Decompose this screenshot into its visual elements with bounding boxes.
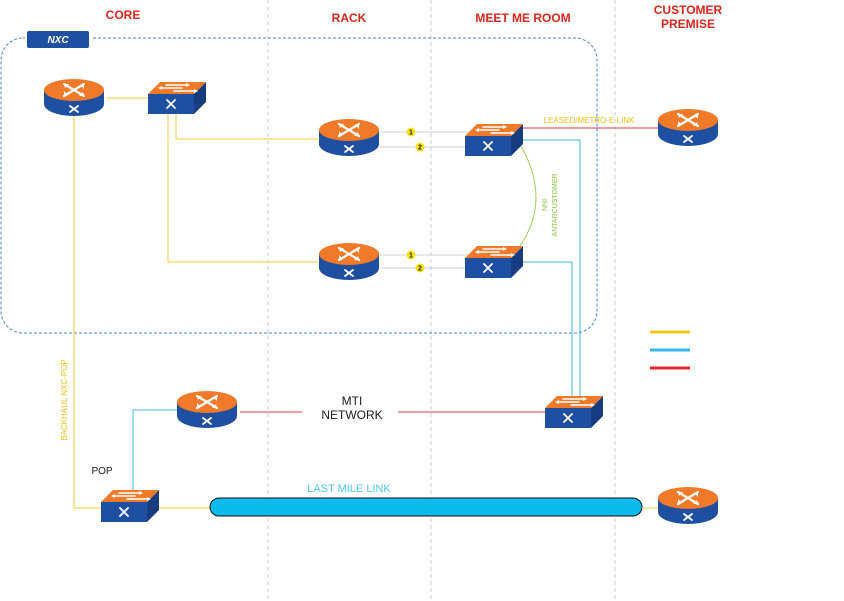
mmr-switch-upper-icon	[465, 123, 523, 156]
legend	[650, 330, 690, 370]
nni-label-1: NNI	[542, 199, 549, 211]
core-router-icon	[42, 78, 106, 118]
port-2-upper: 2	[418, 145, 422, 152]
pop-switch-icon	[101, 489, 159, 522]
mmr-switch-lower-icon	[465, 245, 523, 278]
last-mile-label: LAST MILE LINK	[307, 483, 391, 495]
cyan-links	[132, 139, 581, 492]
leased-link-label: LEASED/METRO-E LINK	[544, 116, 635, 125]
column-title-customer-premise-2: PREMISE	[661, 17, 715, 31]
nxc-logo: NXC	[25, 29, 91, 50]
customer-router-upper-icon	[656, 108, 720, 148]
logo-text: NXC	[47, 35, 69, 46]
mti-label-1: MTI	[342, 394, 363, 408]
column-title-rack: RACK	[332, 11, 367, 25]
mti-router-icon	[175, 390, 239, 430]
column-title-meet-me-room: MEET ME ROOM	[475, 11, 570, 25]
backhaul-label: BACKHAUL NXC-POP	[60, 359, 69, 441]
pop-label: POP	[91, 466, 112, 477]
mti-switch-icon	[545, 395, 603, 428]
port-2-lower: 2	[418, 266, 422, 273]
mti-label-2: NETWORK	[321, 408, 382, 422]
nni-link-line	[516, 138, 537, 251]
customer-router-lower-icon	[656, 486, 720, 526]
core-boundary-box	[0, 37, 598, 334]
port-1-lower: 1	[409, 253, 413, 260]
port-markers: 1 2 1 2	[406, 127, 425, 273]
last-mile-link-tube	[209, 497, 643, 517]
rack-to-mmr-links	[380, 131, 468, 269]
nni-label-2: ANTARCUSTOMER	[552, 173, 559, 236]
rack-router-upper-icon	[317, 118, 381, 158]
port-1-upper: 1	[409, 130, 413, 137]
column-title-customer-premise-1: CUSTOMER	[654, 3, 723, 17]
yellow-links	[73, 97, 318, 509]
column-title-core: CORE	[106, 8, 141, 22]
core-switch-icon	[148, 81, 206, 114]
rack-router-lower-icon	[317, 242, 381, 282]
